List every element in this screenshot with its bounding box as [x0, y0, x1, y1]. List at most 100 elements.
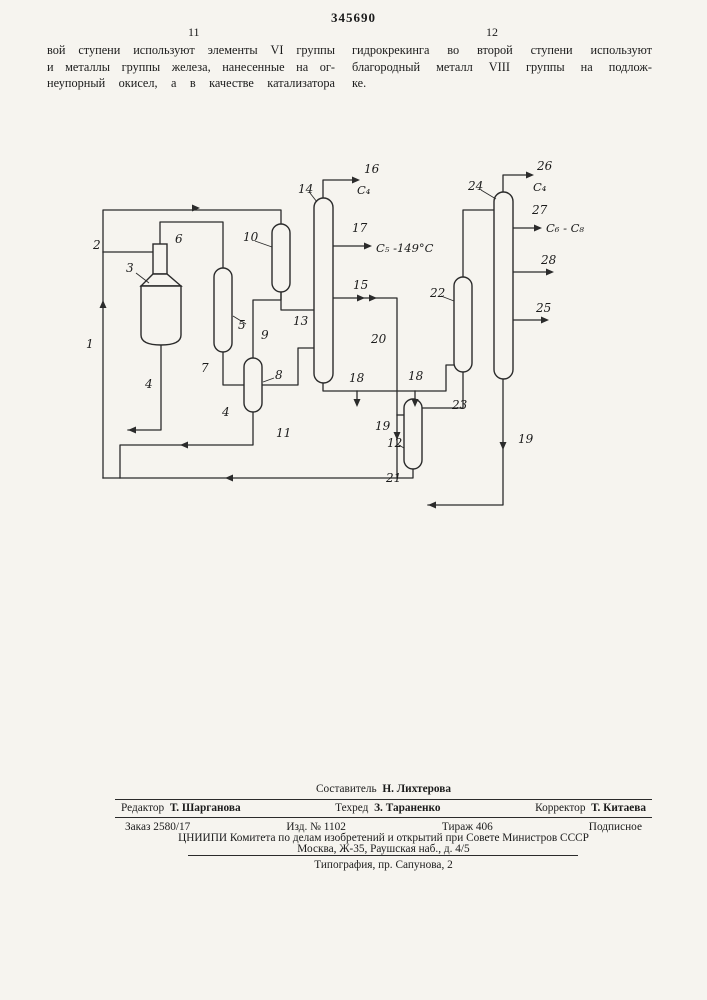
arrow-left-icon — [128, 426, 136, 434]
callout-2: 2 — [92, 238, 101, 252]
callout-7: 7 — [201, 361, 209, 375]
right-text-column: гидрокрекинга во второй ступени использу… — [352, 42, 652, 92]
pipe-col12-recycle — [102, 468, 414, 479]
arrow-right-icon — [534, 224, 542, 232]
pipe-main-side15 — [332, 297, 398, 479]
arrow-down-icon — [353, 399, 361, 407]
pipe-colB-recycle — [427, 378, 504, 506]
separator-22 — [453, 276, 473, 373]
left-page-number: 11 — [188, 25, 200, 39]
callout-11: 11 — [276, 426, 291, 440]
editor-entry: Редактор Т. Шарганова — [121, 802, 241, 814]
arrow-right-icon — [369, 294, 377, 302]
divider — [115, 817, 652, 818]
pipe-feed-header — [102, 209, 282, 479]
organization-line: ЦНИИПИ Комитета по делам изобретений и о… — [178, 832, 589, 844]
compiler-line: Составитель Н. Лихтерова — [115, 783, 652, 795]
callout-15: 15 — [353, 278, 368, 292]
pipe-col5-col8 — [222, 351, 245, 386]
arrow-right-icon — [364, 242, 372, 250]
arrow-left-icon — [225, 474, 233, 482]
corrector-entry: Корректор Т. Китаева — [535, 802, 646, 814]
address-line: Москва, Ж-35, Раушская наб., д. 4/5 — [297, 843, 470, 855]
patent-number: 345690 — [331, 10, 376, 25]
arrow-up-icon — [99, 300, 107, 308]
arrow-right-icon — [192, 204, 200, 212]
pipe-main-overhead — [322, 179, 357, 199]
flow-arrows — [99, 171, 554, 509]
arrow-down-icon — [499, 442, 507, 450]
pipe-col8-col10 — [252, 291, 282, 359]
callout-19a: 19 — [375, 419, 391, 433]
arrow-right-icon — [352, 176, 360, 184]
arrow-down-icon — [411, 399, 419, 407]
leader-5 — [232, 315, 247, 325]
pipe-col22-col12 — [421, 371, 464, 409]
callout-8: 8 — [275, 368, 283, 382]
callout-5: 5 — [238, 318, 246, 332]
text-line: вой ступени используют элементы VI групп… — [47, 43, 335, 57]
leader-3 — [135, 272, 150, 284]
techred-entry: Техред З. Тараненко — [335, 802, 440, 814]
leader-24 — [480, 189, 497, 200]
pipes — [102, 174, 551, 506]
divider — [188, 855, 578, 856]
callout-20: 20 — [370, 332, 387, 346]
edition-number: Изд. № 1102 — [286, 821, 346, 833]
callout-24: 24 — [467, 179, 483, 193]
stream-c4-second: C₄ — [533, 180, 547, 194]
subscription: Подписное — [588, 821, 642, 833]
print-run: Тираж 406 — [441, 821, 493, 833]
stream-c6-c8: C₆ - C₈ — [546, 221, 584, 235]
corrector-role: Корректор — [535, 802, 586, 814]
callout-23: 23 — [451, 398, 468, 412]
callout-6: 6 — [175, 232, 183, 246]
callout-14: 14 — [298, 182, 313, 196]
callout-10: 10 — [243, 230, 259, 244]
callout-27: 27 — [531, 203, 548, 217]
reactor-body — [140, 285, 182, 346]
text-line: неупорный окисел, а в качестве катализат… — [47, 76, 335, 90]
editor-role: Редактор — [121, 802, 165, 814]
callout-26: 26 — [536, 159, 553, 173]
pipe-colB-overhead — [502, 174, 531, 193]
arrow-right-icon — [541, 316, 549, 324]
callout-21: 21 — [385, 471, 401, 485]
editors-line: Редактор Т. Шарганова Техред З. Тараненк… — [115, 802, 652, 814]
text-line: ке. — [352, 76, 367, 90]
left-text-column: вой ступени используют элементы VI групп… — [47, 42, 335, 92]
compiler-name: Н. Лихтерова — [382, 783, 452, 795]
pipe-col10-main — [280, 291, 315, 311]
callout-labels: 1 2 3 4 4 5 6 7 8 9 10 11 12 13 14 15 16… — [86, 159, 557, 485]
stream-labels: C₄ C₅ -149°C C₄ C₆ - C₈ — [357, 180, 584, 255]
pipe-col8-main — [261, 347, 315, 386]
right-page-number: 12 — [486, 25, 498, 39]
arrow-left-icon — [180, 441, 188, 449]
corrector-name: Т. Китаева — [591, 802, 646, 814]
column-14 — [313, 197, 334, 384]
callout-19b: 19 — [518, 432, 534, 446]
text-line: и металлы группы железа, нанесенные на о… — [47, 59, 335, 74]
arrow-right-icon — [546, 268, 554, 276]
divider — [115, 799, 652, 800]
reactor-shoulder — [139, 273, 183, 287]
leader-lines — [135, 189, 497, 449]
leader-8 — [262, 377, 275, 383]
column-24 — [493, 191, 514, 380]
printing-house-line: Типография, пр. Сапунова, 2 — [314, 859, 453, 871]
callout-3: 3 — [126, 261, 134, 275]
callout-13: 13 — [293, 314, 309, 328]
pipe-main-bottoms18 — [322, 364, 455, 392]
separator-5 — [213, 267, 233, 353]
vessels — [139, 191, 514, 470]
arrow-right-icon — [357, 294, 365, 302]
callout-18b: 18 — [408, 369, 424, 383]
leader-12 — [396, 443, 405, 449]
arrow-down-icon — [393, 432, 401, 440]
pipe-reactor-bottoms — [127, 344, 162, 431]
stream-c5-range: C₅ -149°C — [376, 241, 434, 255]
arrow-left-icon — [428, 501, 436, 509]
callout-18a: 18 — [349, 371, 365, 385]
